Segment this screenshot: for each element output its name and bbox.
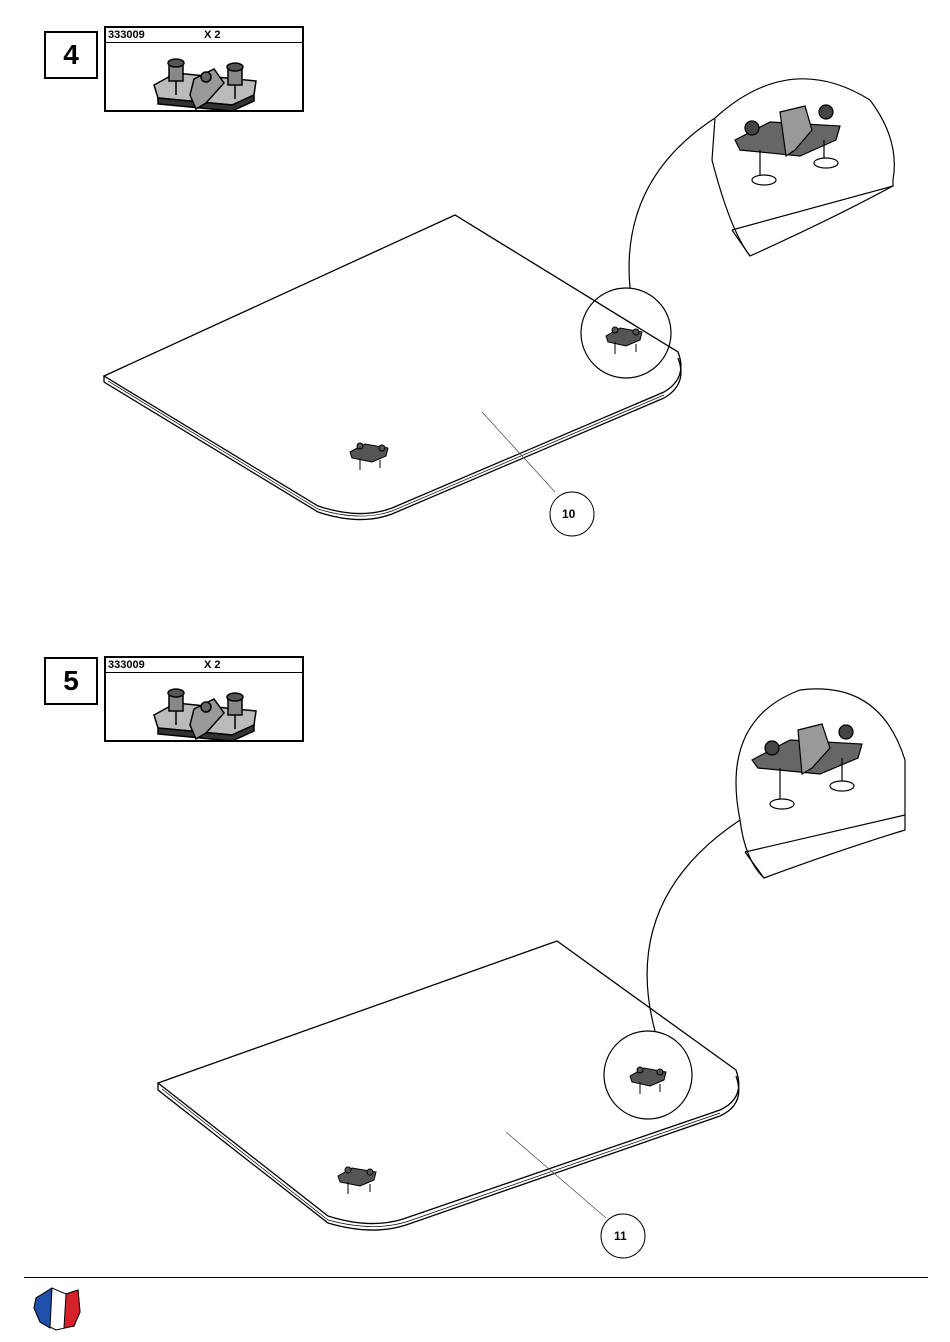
step-5-panel-label: 11	[614, 1229, 627, 1243]
footer-divider	[24, 1277, 928, 1278]
step-4-panel-label: 10	[562, 507, 575, 521]
step-4-panel	[104, 215, 681, 520]
france-flag-icon	[34, 1288, 80, 1330]
